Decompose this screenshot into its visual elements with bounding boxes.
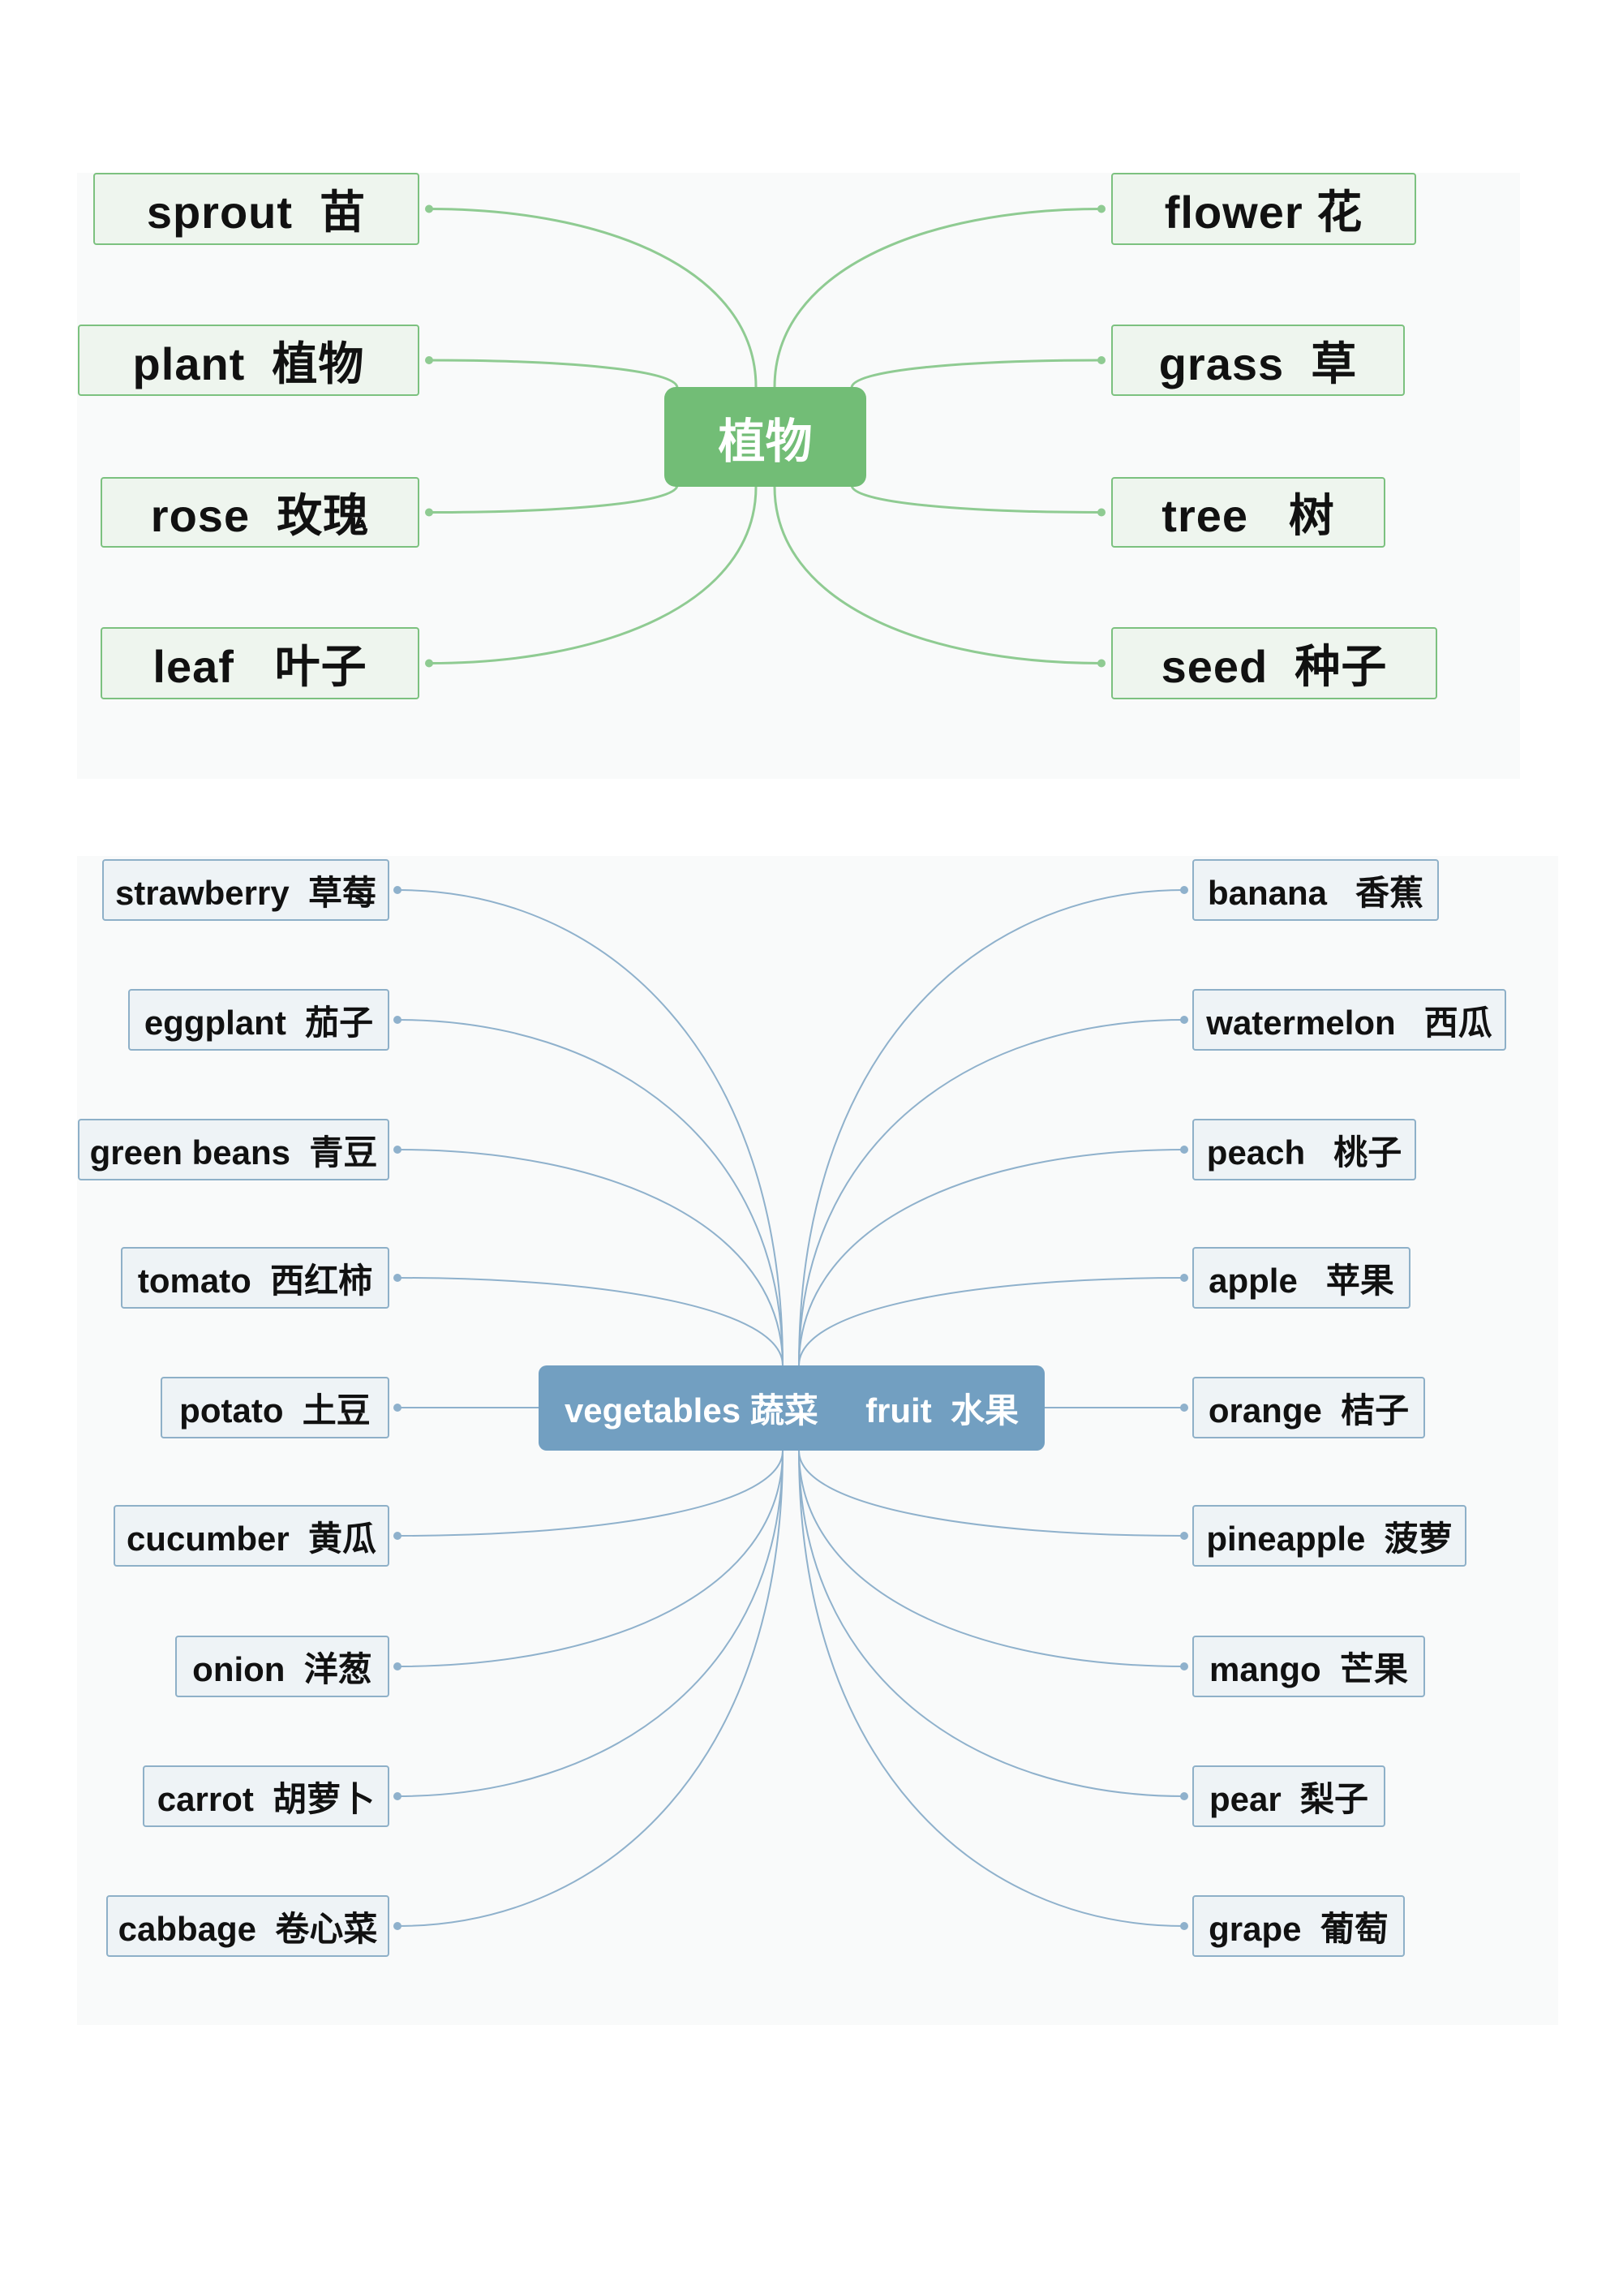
plant-node-right[interactable]: seed 种子 xyxy=(1111,627,1437,699)
fruit-node[interactable]: apple 苹果 xyxy=(1192,1247,1410,1309)
vegetable-node[interactable]: green beans 青豆 xyxy=(78,1119,389,1180)
vegetable-node[interactable]: cucumber 黄瓜 xyxy=(114,1505,389,1567)
vegetable-node[interactable]: tomato 西红柿 xyxy=(121,1247,389,1309)
vegetable-node[interactable]: strawberry 草莓 xyxy=(102,859,389,921)
plant-node-left[interactable]: plant 植物 xyxy=(78,325,419,396)
fruit-node[interactable]: watermelon 西瓜 xyxy=(1192,989,1506,1051)
vegetable-node[interactable]: onion 洋葱 xyxy=(175,1636,389,1697)
fruit-node[interactable]: orange 桔子 xyxy=(1192,1377,1425,1438)
vegetable-node[interactable]: cabbage 卷心菜 xyxy=(106,1895,389,1957)
plant-node-left[interactable]: rose 玫瑰 xyxy=(101,477,419,548)
vegetable-node[interactable]: eggplant 茄子 xyxy=(128,989,389,1051)
plant-node-left[interactable]: leaf 叶子 xyxy=(101,627,419,699)
fruit-node[interactable]: mango 芒果 xyxy=(1192,1636,1425,1697)
fruit-node[interactable]: pear 梨子 xyxy=(1192,1765,1385,1827)
food-central-topic[interactable]: vegetables 蔬菜 fruit 水果 xyxy=(539,1365,1045,1451)
plants-central-topic[interactable]: 植物 xyxy=(664,387,866,487)
vegetable-node[interactable]: carrot 胡萝卜 xyxy=(143,1765,389,1827)
vegetable-node[interactable]: potato 土豆 xyxy=(161,1377,389,1438)
plant-node-right[interactable]: flower 花 xyxy=(1111,173,1416,245)
fruit-node[interactable]: grape 葡萄 xyxy=(1192,1895,1405,1957)
plant-node-left[interactable]: sprout 苗 xyxy=(93,173,419,245)
plant-node-right[interactable]: grass 草 xyxy=(1111,325,1405,396)
fruit-node[interactable]: peach 桃子 xyxy=(1192,1119,1416,1180)
fruit-node[interactable]: pineapple 菠萝 xyxy=(1192,1505,1466,1567)
plant-node-right[interactable]: tree 树 xyxy=(1111,477,1385,548)
fruit-node[interactable]: banana 香蕉 xyxy=(1192,859,1439,921)
